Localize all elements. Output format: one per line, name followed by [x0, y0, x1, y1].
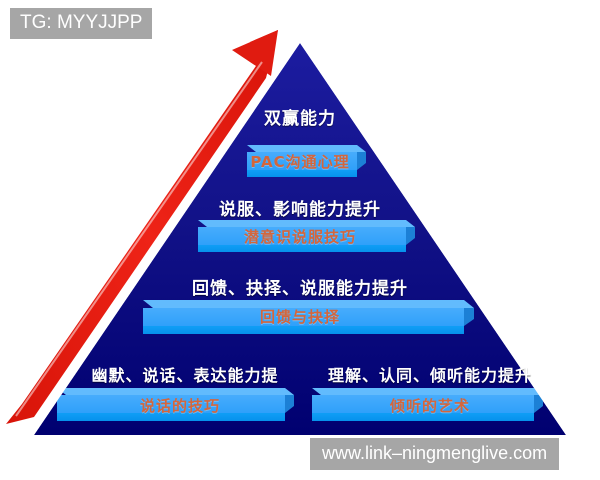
tier-2-title: 说服、影响能力提升 [219, 200, 381, 220]
pyramid-bar-1 [247, 145, 366, 177]
tier-4-title-right: 理解、认同、倾听能力提升 [327, 366, 532, 385]
pyramid-bar-2 [198, 220, 415, 252]
tier-1-title: 双赢能力 [264, 109, 336, 129]
tier-4-title-left: 幽默、说话、表达能力提 [91, 366, 279, 385]
growth-arrow [6, 30, 278, 424]
tier-4-bar-label-left: 说话的技巧 [139, 397, 220, 415]
pyramid-bar-4-right [312, 388, 543, 421]
watermark-bottom-right: www.link–ningmenglive.com [310, 438, 560, 470]
tier-2-bar-label: 潜意识说服技巧 [243, 228, 356, 246]
pyramid-bar-3 [143, 300, 474, 334]
tier-4-bar-label-right: 倾听的艺术 [389, 397, 470, 415]
tier-1-bar-label: PAC沟通心理 [250, 153, 350, 171]
mask-left [0, 0, 300, 435]
watermark-top-left: TG: MYYJJPP [10, 8, 153, 39]
tier-3-title: 回馈、抉择、说服能力提升 [192, 279, 408, 299]
pyramid-bar-4-left [57, 388, 294, 421]
mask-right [300, 0, 600, 435]
tier-3-bar-label: 回馈与抉择 [259, 308, 340, 326]
